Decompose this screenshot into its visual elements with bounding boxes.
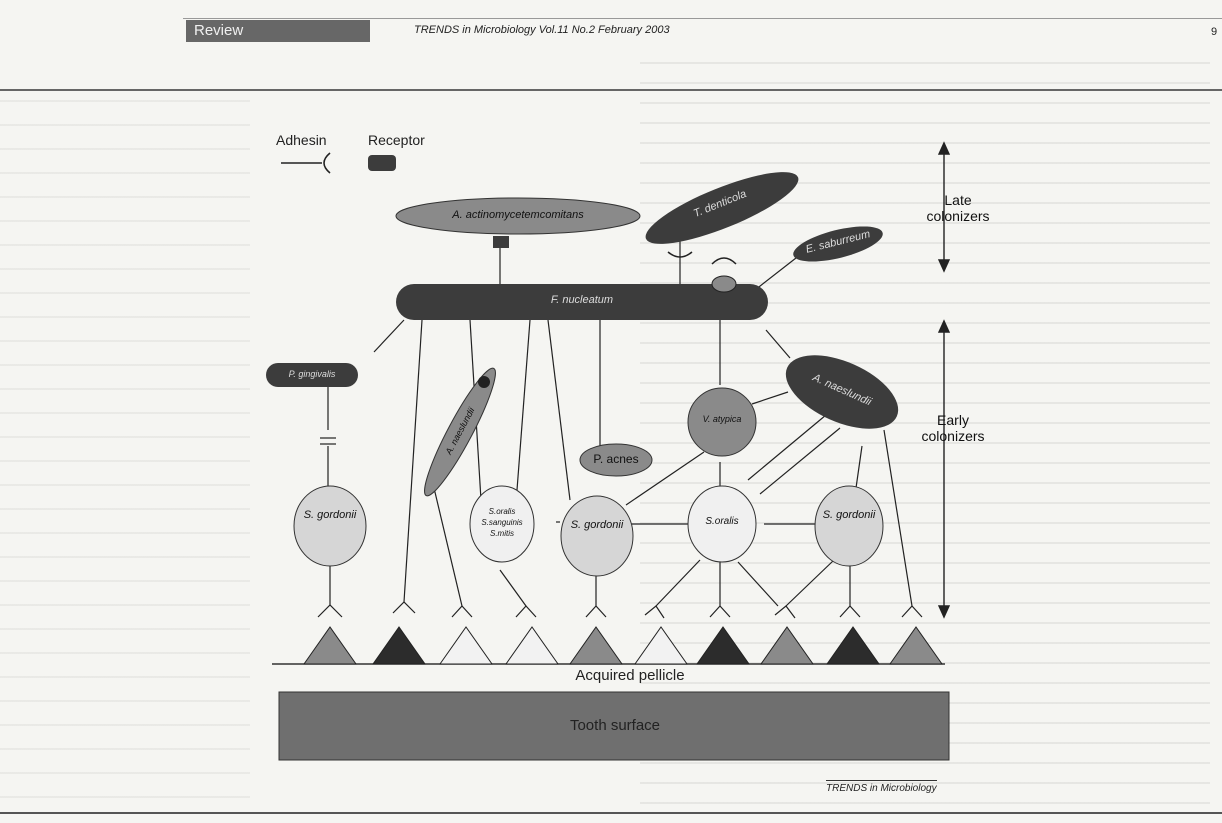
f-nucleatum-label: F. nucleatum: [550, 294, 614, 306]
tooth-surface-label: Tooth surface: [569, 717, 661, 734]
s-gordonii-left-cell: [293, 485, 367, 567]
early-stage-arrow: [937, 319, 951, 619]
journal-title: TRENDS in Microbiology Vol.11 No.2 Febru…: [414, 24, 670, 36]
page-number: 9: [1211, 26, 1218, 38]
figure-bottom-rule: [0, 812, 1222, 814]
s-gordonii-right-cell: [814, 485, 884, 567]
pellicle-receptors: [303, 626, 943, 665]
receptor-marker: [493, 236, 509, 248]
page-header: Review TRENDS in Microbiology Vol.11 No.…: [0, 0, 1222, 50]
t-denticola-cell: [645, 172, 799, 244]
legend-receptor-symbol: [368, 155, 396, 171]
a-actino-cell: [395, 197, 641, 235]
early-colonizers-label: Early colonizers: [921, 412, 985, 444]
header-rule: [183, 18, 1222, 19]
v-atypica-label: V. atypica: [702, 414, 742, 424]
background-text-left: [0, 100, 250, 800]
e-saburreum-cell: [793, 226, 883, 262]
s-oralis-group-cell: [469, 485, 535, 563]
section-label: Review: [194, 22, 244, 39]
s-oralis-group-label: S.oralis S.sanguinis S.mitis: [481, 507, 523, 538]
figure-credit: TRENDS in Microbiology: [826, 780, 937, 794]
p-gingivalis-label: P. gingivalis: [288, 369, 336, 379]
late-colonizers-label: Late colonizers: [926, 192, 990, 224]
s-oralis-label: S.oralis: [705, 516, 739, 527]
p-acnes-cell: [579, 443, 653, 477]
s-gordonii-right-label: S. gordonii: [822, 509, 876, 521]
s-gordonii-mid-cell: [560, 495, 634, 577]
s-gordonii-left-label: S. gordonii: [303, 509, 357, 521]
legend-adhesin-symbol: [281, 152, 331, 174]
p-gingivalis-cell: [266, 363, 358, 387]
legend-receptor-label: Receptor: [368, 132, 425, 148]
adhesion-lines: [317, 240, 923, 619]
v-atypica-cell: [687, 387, 757, 457]
a-naeslundii-rod: [424, 367, 496, 497]
figure-top-rule: [0, 89, 1222, 91]
acquired-pellicle-label: Acquired pellicle: [575, 667, 685, 684]
section-badge: Review: [186, 20, 370, 42]
a-naeslundii-cell: [785, 355, 899, 429]
late-stage-arrow: [937, 141, 951, 273]
s-oralis-cell: [687, 485, 757, 563]
tooth-surface: [278, 691, 950, 761]
legend-adhesin-label: Adhesin: [276, 132, 327, 148]
a-actino-label: A. actinomycetemcomitans: [452, 209, 584, 221]
f-nucleatum-cell: [396, 284, 768, 320]
p-acnes-label: P. acnes: [593, 452, 639, 466]
s-gordonii-mid-label: S. gordonii: [570, 519, 624, 531]
